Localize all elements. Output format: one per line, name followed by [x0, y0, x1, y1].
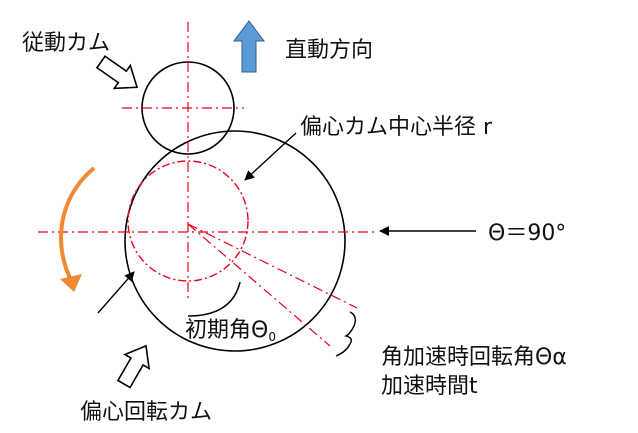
- eccentric-radius-leader-arrow: [244, 132, 297, 181]
- eccentric-radius-label: 偏心カム中心半径 r: [300, 115, 493, 140]
- eccentric-rotating-cam-label: 偏心回転カム: [80, 400, 212, 425]
- initial-angle-arc: [187, 281, 241, 317]
- rotation-angle-line: [187, 223, 358, 309]
- rotation-direction-arrow: [59, 166, 96, 283]
- angular-accel-angle-label: 角加速時回転角Θα: [381, 345, 567, 370]
- rotation-direction-arrowhead: [60, 274, 82, 292]
- accel-angle-brace: [335, 311, 357, 357]
- linear-direction-arrow: [233, 20, 265, 73]
- accel-time-label: 加速時間t: [381, 374, 478, 399]
- theta-90-label: Θ＝90°: [488, 221, 566, 246]
- rotating-cam-pointer-arrow: [116, 344, 151, 389]
- initial-angle-subscript: 0: [268, 330, 276, 344]
- initial-angle-label: 初期角Θ0: [185, 318, 276, 344]
- eccentric-cam-circle: [124, 130, 346, 352]
- eccentric-radius-circle: [127, 160, 249, 282]
- follower-cam-pointer-arrow: [95, 55, 139, 90]
- follower-cam-label: 従動カム: [22, 31, 110, 56]
- cam-edge-leader-arrow: [97, 271, 135, 314]
- linear-direction-label: 直動方向: [285, 38, 373, 63]
